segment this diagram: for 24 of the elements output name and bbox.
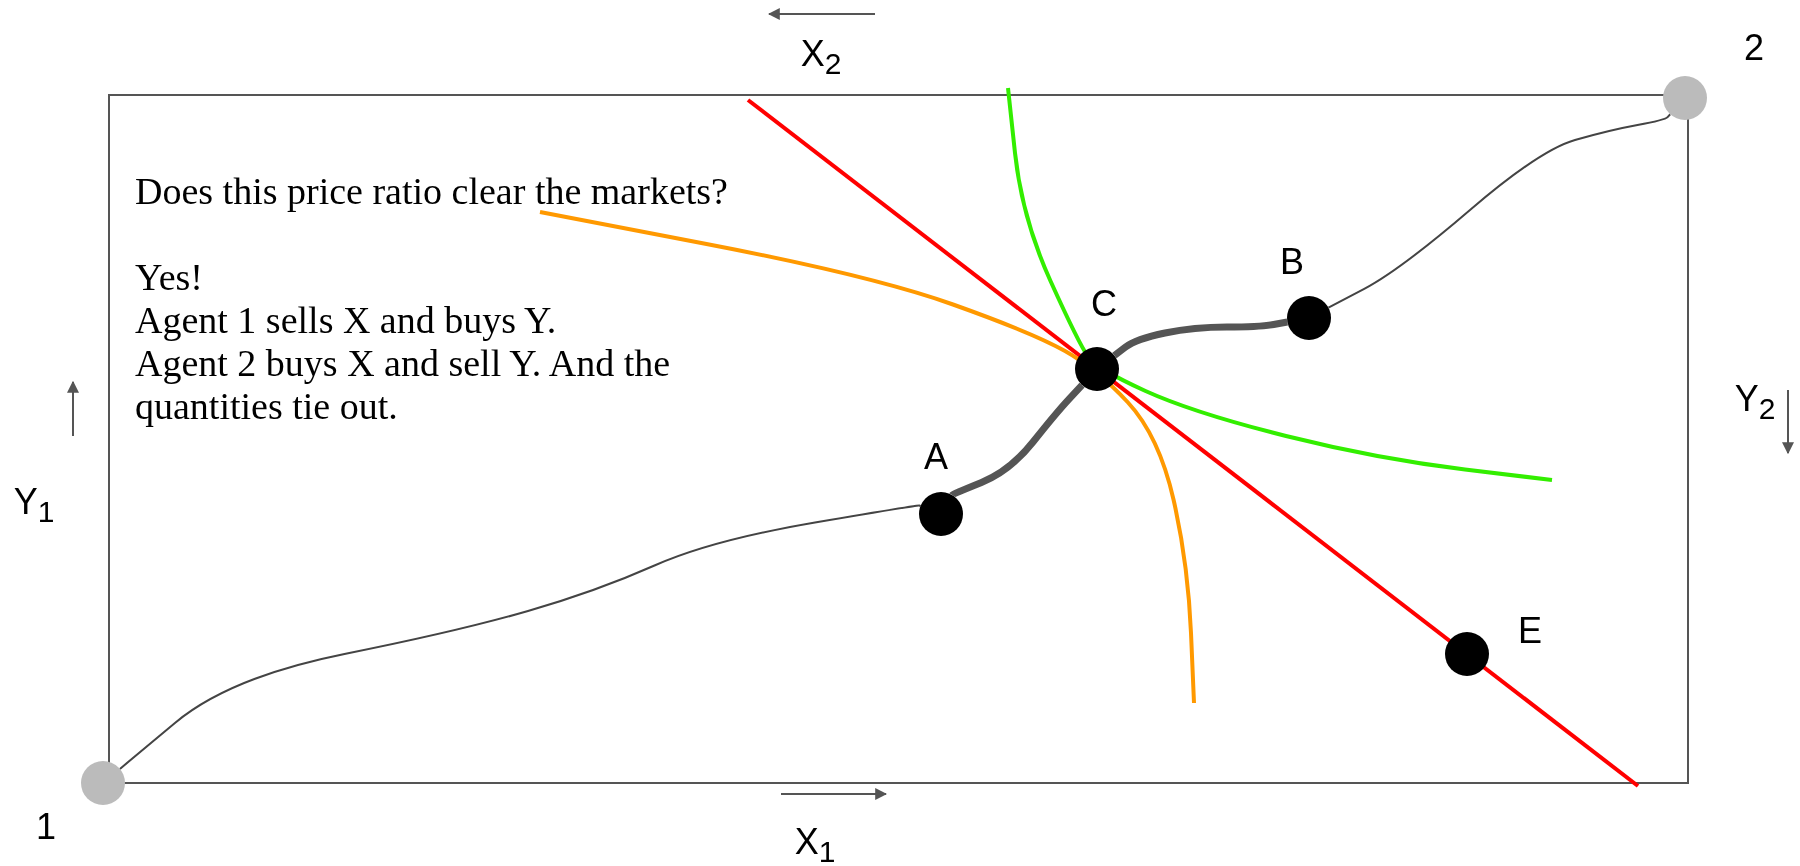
point-label: B [1280,241,1304,283]
note-text: Does this price ratio clear the markets? [135,170,729,213]
origin-dot [1663,76,1707,120]
point-dot [1287,296,1331,340]
point-label: 2 [1744,27,1764,69]
axis-label: Y$_{2}$ [1734,377,1776,427]
point-label: E [1518,610,1542,652]
note-text: Yes! [135,256,204,299]
contract-curve [118,504,922,770]
axis-label: Y$_{1}$ [13,480,55,530]
point-label: C [1091,283,1117,325]
point-dot [919,492,963,536]
point-label: 1 [36,806,56,848]
note-text: Agent 2 buys X and sell Y. And the quantities tie out. [135,342,672,428]
point-dot [1075,347,1119,391]
contract-curve [949,382,1085,499]
axis-label: X$_{2}$ [800,32,842,82]
point-dot [1445,632,1489,676]
point-label: A [924,436,948,478]
contract-curve [1327,113,1672,309]
origin-dot [81,761,125,805]
note-text: Agent 1 sells X and buys Y. [135,299,558,342]
axis-label: X$_{1}$ [794,820,836,866]
contract-curve [1112,318,1288,359]
